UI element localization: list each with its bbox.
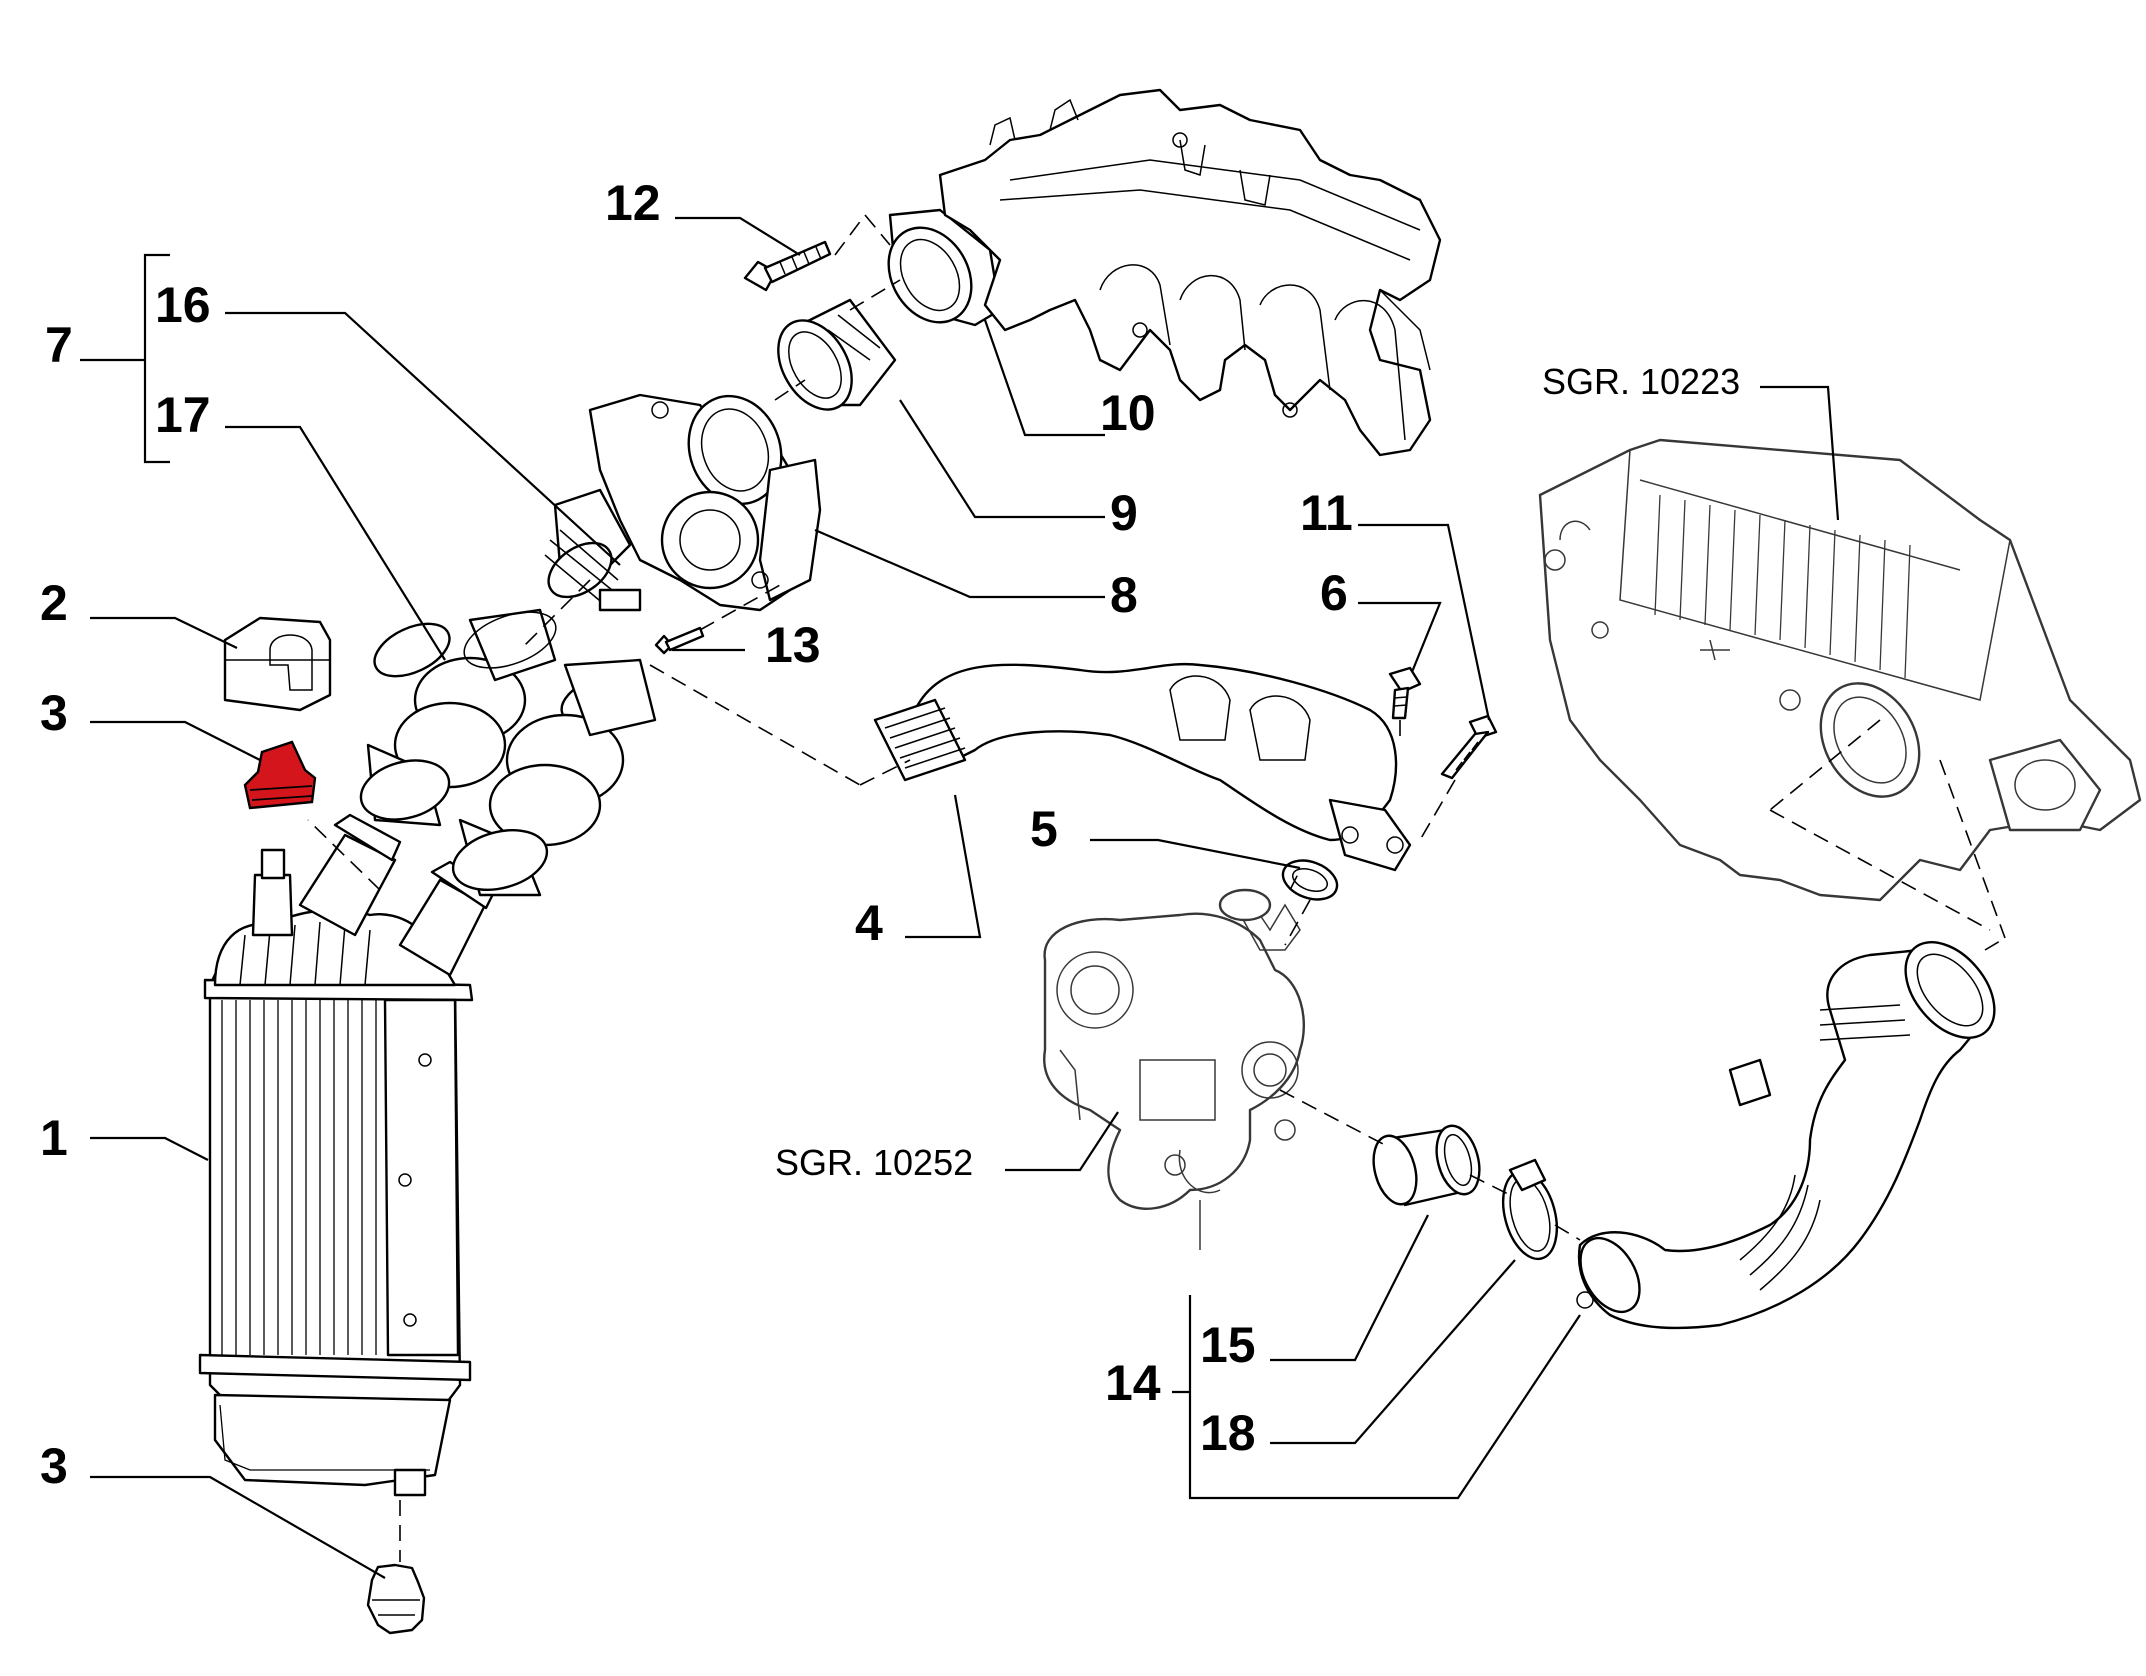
label-6: 6	[1320, 565, 1348, 621]
flange-adapter-10	[887, 208, 1002, 327]
throttle-body	[544, 393, 822, 612]
leader-lines	[80, 216, 1840, 1579]
air-filter-box	[1538, 438, 2142, 902]
label-8: 8	[1110, 567, 1138, 623]
label-15: 15	[1200, 1317, 1256, 1373]
charge-hose-17	[359, 608, 557, 827]
label-1: 1	[40, 1110, 68, 1166]
charge-hose-16	[451, 658, 657, 897]
o-ring-5	[1281, 859, 1339, 901]
label-13: 13	[765, 617, 821, 673]
rubber-cap-part-3-highlighted	[243, 740, 317, 810]
label-10: 10	[1100, 385, 1156, 441]
label-11: 11	[1300, 485, 1353, 541]
turbocharger	[1043, 888, 1305, 1250]
turbo-outlet-pipe-4	[873, 662, 1412, 872]
connector-hose-9	[777, 298, 897, 411]
ref-turbo: SGR. 10252	[775, 1142, 973, 1183]
label-3-top: 3	[40, 685, 68, 741]
bracket-part-2	[223, 616, 332, 712]
hose-clamp-18	[1501, 1158, 1559, 1261]
label-5: 5	[1030, 801, 1058, 857]
bolt-13	[654, 626, 705, 655]
part-labels: 1 2 3 3 4 5 6 7 8 9 10 11 12 13 14 15 16…	[40, 175, 1353, 1494]
bolt-6	[1388, 666, 1422, 720]
label-2: 2	[40, 575, 68, 631]
ref-airbox: SGR. 10223	[1542, 361, 1740, 402]
label-18: 18	[1200, 1405, 1256, 1461]
label-17: 17	[155, 387, 211, 443]
rubber-plug-part-3	[366, 1500, 426, 1635]
bolt-11	[1440, 714, 1498, 780]
bolt-12	[743, 240, 832, 292]
label-14: 14	[1105, 1355, 1161, 1411]
label-12: 12	[605, 175, 661, 231]
intercooler	[198, 813, 497, 1497]
alignment-lines	[307, 214, 2006, 1241]
label-7: 7	[45, 317, 73, 373]
reference-labels: SGR. 10223 SGR. 10252	[775, 361, 1740, 1183]
label-9: 9	[1110, 485, 1138, 541]
label-3-bottom: 3	[40, 1438, 68, 1494]
label-4: 4	[855, 895, 883, 951]
intake-manifold	[938, 88, 1442, 457]
short-hose-15	[1372, 1124, 1481, 1207]
air-inlet-hose-14	[1576, 941, 1996, 1330]
label-16: 16	[155, 277, 211, 333]
